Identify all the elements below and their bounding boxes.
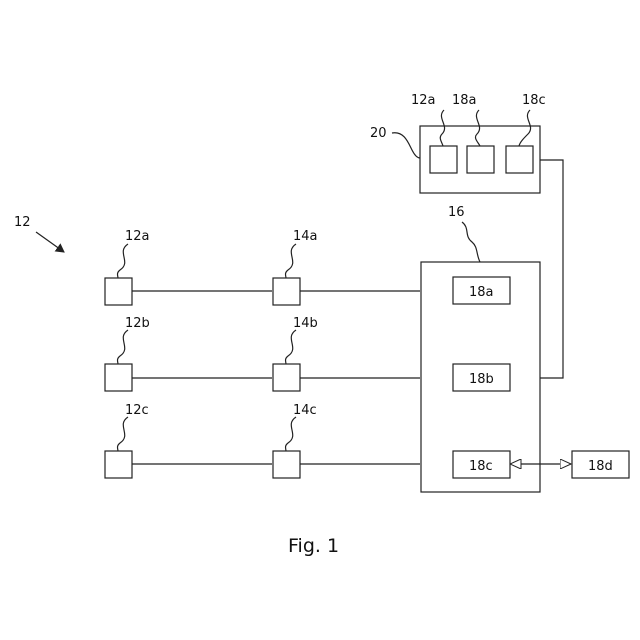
node-box-a <box>273 278 300 305</box>
remote-controller-link <box>540 160 563 378</box>
figure-caption: Fig. 1 <box>288 535 339 557</box>
remote-sub-box-a <box>430 146 457 173</box>
leader-controller <box>462 222 480 262</box>
sensor-box-a <box>105 278 132 305</box>
label-controller: 16 <box>448 205 465 220</box>
leader-node-c <box>286 417 297 451</box>
leader-sensor-b <box>118 330 129 364</box>
system-arrow <box>36 232 64 252</box>
leader-sensor-a <box>118 244 129 278</box>
label-sensor-b: 12b <box>125 316 150 331</box>
label-node-c: 14c <box>293 403 317 418</box>
label-remote-b: 18a <box>452 93 477 108</box>
node-box-c <box>273 451 300 478</box>
leader-node-a <box>286 244 297 278</box>
remote-sub-box-b <box>467 146 494 173</box>
leader-node-b <box>286 330 297 364</box>
label-module-a: 18a <box>469 285 494 300</box>
label-remote-a: 12a <box>411 93 436 108</box>
label-node-b: 14b <box>293 316 318 331</box>
sensor-box-c <box>105 451 132 478</box>
label-module-b: 18b <box>469 372 494 387</box>
label-module-d: 18d <box>588 459 613 474</box>
node-box-b <box>273 364 300 391</box>
leader-sensor-c <box>118 417 129 451</box>
label-module-c: 18c <box>469 459 493 474</box>
remote-sub-box-c <box>506 146 533 173</box>
label-system: 12 <box>14 215 31 230</box>
label-sensor-c: 12c <box>125 403 149 418</box>
sensor-box-b <box>105 364 132 391</box>
label-node-a: 14a <box>293 229 318 244</box>
label-remote: 20 <box>370 126 387 141</box>
label-sensor-a: 12a <box>125 229 150 244</box>
label-remote-c: 18c <box>522 93 546 108</box>
leader-remote <box>392 133 420 158</box>
